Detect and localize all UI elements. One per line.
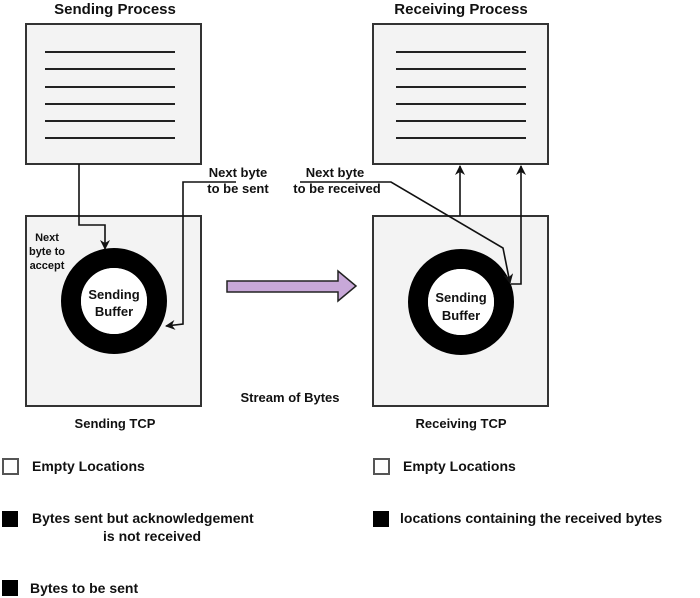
next-byte-to-be-sent-arrow [165, 181, 236, 330]
deliver-arrow-2 [511, 165, 526, 285]
legend-swatch-empty [373, 458, 390, 475]
sending-process-title: Sending Process [54, 1, 176, 18]
stream-of-bytes-label: Stream of Bytes [241, 390, 340, 405]
sending-process-box [25, 23, 202, 165]
sending-tcp-title: Sending TCP [75, 416, 156, 431]
receiving-process-title: Receiving Process [394, 1, 527, 18]
next-byte-to-accept-line1: Next [35, 232, 59, 244]
accept-pointer-arrow [78, 164, 110, 250]
legend-right: Empty Locations locations containing the… [373, 458, 662, 527]
legend-left: Empty Locations Bytes sent but acknowled… [2, 458, 254, 596]
sending-buffer-label-line1: Sending [88, 287, 139, 302]
next-byte-to-be-received-arrow [300, 181, 514, 284]
stream-of-bytes-arrow [226, 269, 358, 303]
receiving-buffer-ring [408, 249, 514, 355]
legend-right-item-1: Empty Locations [403, 458, 516, 474]
legend-swatch-filled [2, 580, 18, 596]
legend-left-item-2-line1: Bytes sent but acknowledgement [32, 510, 254, 526]
receiving-tcp-title: Receiving TCP [415, 416, 506, 431]
next-byte-sent-label-line1: Next byte [209, 165, 268, 180]
sending-buffer-ring [61, 248, 167, 354]
receiving-buffer-label-line2: Buffer [442, 308, 480, 323]
legend-left-item-3: Bytes to be sent [30, 580, 138, 596]
next-byte-received-label-line1: Next byte [306, 165, 365, 180]
next-byte-to-accept-line2: byte to [29, 246, 65, 258]
receiving-process-box [372, 23, 549, 165]
sending-buffer-label-line2: Buffer [95, 304, 133, 319]
receiving-buffer-label-line1: Sending [435, 290, 486, 305]
legend-right-item-2: locations containing the received bytes [400, 510, 662, 526]
legend-left-item-2-line2: is not received [103, 528, 201, 544]
legend-left-item-1: Empty Locations [32, 458, 145, 474]
next-byte-received-label-line2: to be received [293, 181, 380, 196]
next-byte-sent-label-line2: to be sent [207, 181, 269, 196]
legend-swatch-empty [2, 458, 19, 475]
next-byte-to-accept-line3: accept [30, 260, 65, 272]
process-data-lines [396, 51, 526, 139]
legend-swatch-filled [2, 511, 18, 527]
legend-swatch-filled [373, 511, 389, 527]
process-data-lines [45, 51, 175, 139]
